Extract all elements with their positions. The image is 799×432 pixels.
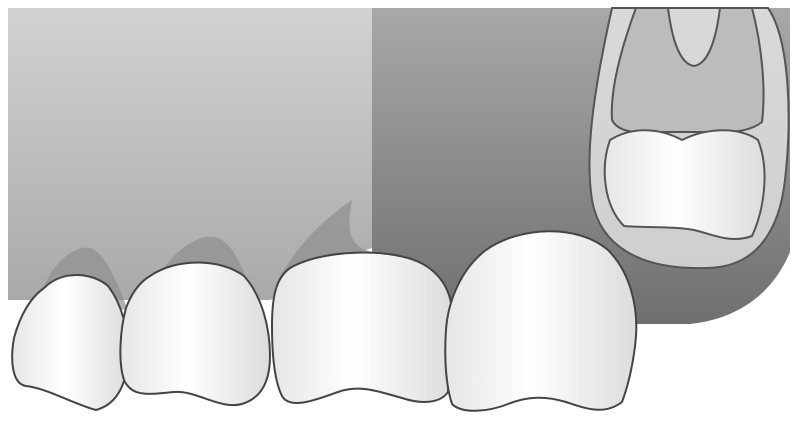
tooth-3 — [272, 253, 452, 403]
tooth-2 — [120, 263, 270, 406]
unerupted-tooth-crown — [605, 130, 765, 239]
